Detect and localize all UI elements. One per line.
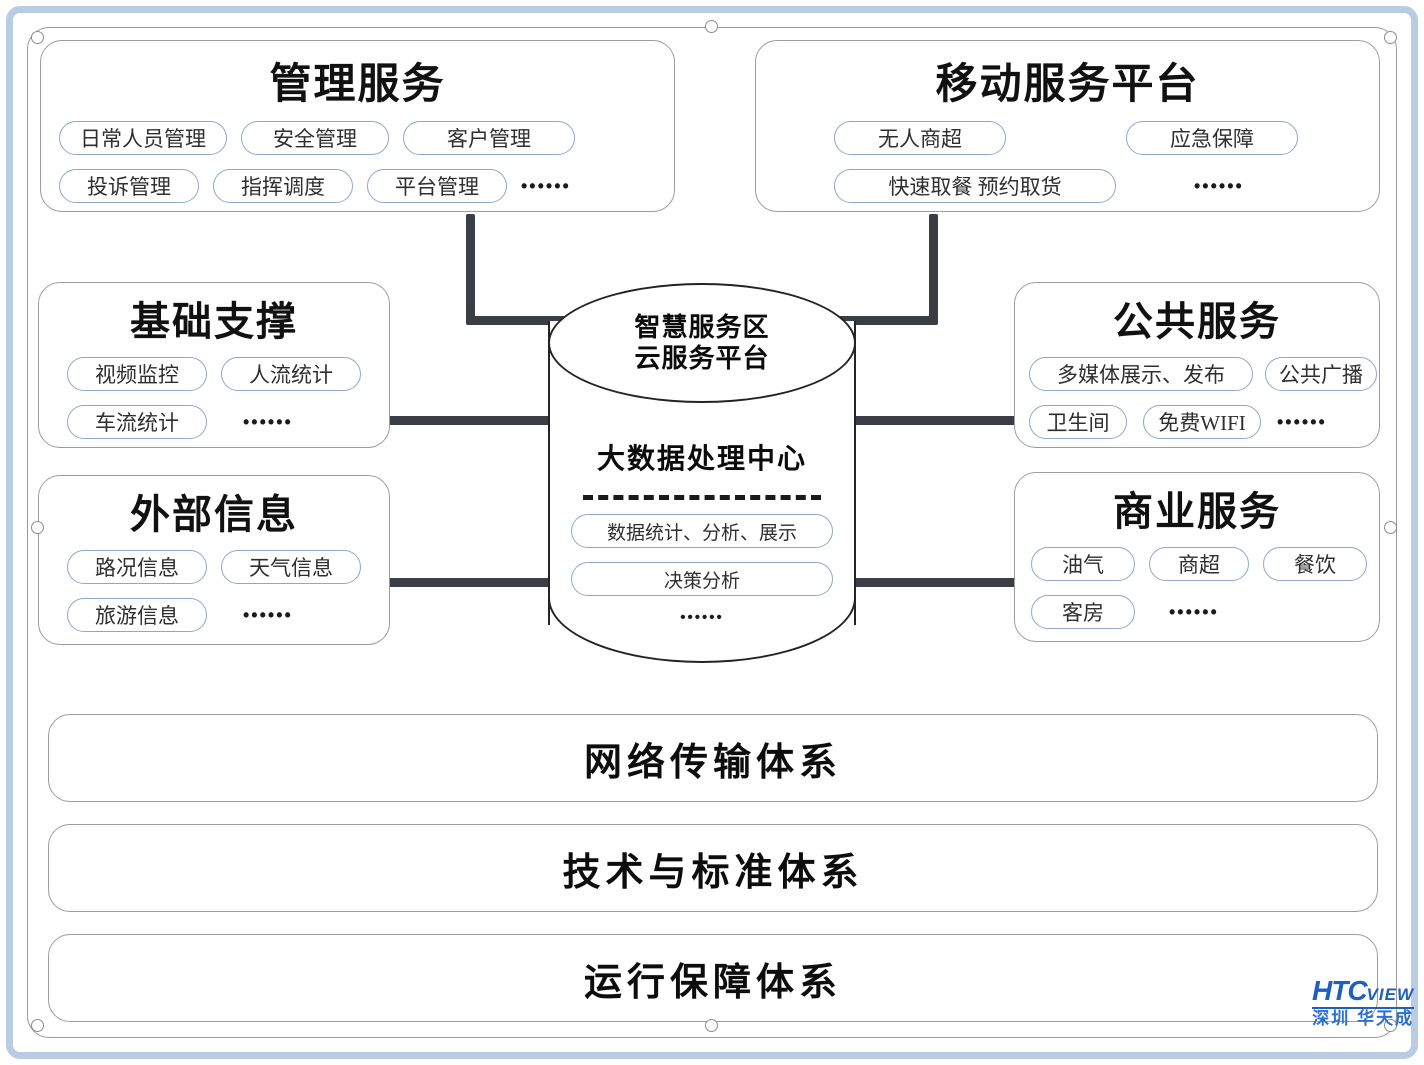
card-title-external-information: 外部信息 bbox=[130, 492, 298, 537]
card-commercial-service[interactable]: 商业服务 油气 商超 餐饮 客房 •••••• bbox=[1014, 472, 1380, 642]
card-external-information[interactable]: 外部信息 路况信息 天气信息 旅游信息 •••••• bbox=[38, 475, 390, 645]
resize-handle-top-center[interactable] bbox=[705, 20, 718, 33]
pill-guest-room[interactable]: 客房 bbox=[1031, 595, 1135, 629]
card-title-basic-support: 基础支撑 bbox=[130, 299, 298, 344]
pill-row: 快速取餐 预约取货 •••••• bbox=[834, 169, 1379, 203]
pill-catering[interactable]: 餐饮 bbox=[1263, 547, 1367, 581]
ellipsis-more: •••••• bbox=[1169, 601, 1219, 622]
pill-multimedia-display-publish[interactable]: 多媒体展示、发布 bbox=[1029, 357, 1253, 391]
connector-management-horizontal bbox=[466, 316, 586, 325]
pill-platform-management[interactable]: 平台管理 bbox=[367, 169, 507, 203]
big-data-center-heading: 大数据处理中心 bbox=[596, 443, 807, 474]
pill-quick-meal-pickup[interactable]: 快速取餐 预约取货 bbox=[834, 169, 1116, 203]
connector-commercial-service bbox=[846, 578, 1018, 587]
pill-unmanned-store[interactable]: 无人商超 bbox=[834, 121, 1006, 155]
ellipsis-more: •••••• bbox=[1277, 411, 1327, 432]
watermark-brand-suffix: VIEW bbox=[1366, 985, 1414, 1004]
pill-row: 多媒体展示、发布 公共广播 bbox=[1029, 357, 1379, 391]
cylinder-content: 大数据处理中心 数据统计、分析、展示 决策分析 •••••• bbox=[548, 409, 856, 659]
resize-handle-bottom-left[interactable] bbox=[31, 1019, 44, 1032]
pill-data-statistics-analysis-display[interactable]: 数据统计、分析、展示 bbox=[571, 514, 833, 548]
pill-row: 视频监控 人流统计 bbox=[67, 357, 389, 391]
pill-customer-management[interactable]: 客户管理 bbox=[403, 121, 575, 155]
watermark-divider bbox=[1312, 1007, 1414, 1009]
pill-road-condition-info[interactable]: 路况信息 bbox=[67, 550, 207, 584]
cylinder-title: 智慧服务区 云服务平台 bbox=[634, 312, 769, 373]
bar-label: 运行保障体系 bbox=[583, 961, 842, 1004]
connector-external-info bbox=[388, 578, 560, 587]
pill-row: 无人商超 应急保障 bbox=[834, 121, 1379, 155]
bar-operation-guarantee-system[interactable]: 运行保障体系 bbox=[48, 934, 1378, 1022]
bar-label: 网络传输体系 bbox=[583, 741, 842, 784]
pill-tourism-info[interactable]: 旅游信息 bbox=[67, 598, 207, 632]
selection-frame bbox=[6, 6, 1418, 1059]
pill-free-wifi[interactable]: 免费WIFI bbox=[1143, 405, 1261, 439]
pill-row: 油气 商超 餐饮 bbox=[1031, 547, 1379, 581]
resize-handle-top-right[interactable] bbox=[1384, 31, 1397, 44]
card-title-commercial-service: 商业服务 bbox=[1113, 489, 1281, 534]
bar-technology-standard-system[interactable]: 技术与标准体系 bbox=[48, 824, 1378, 912]
connector-mobile-vertical bbox=[929, 214, 938, 324]
pill-decision-analysis[interactable]: 决策分析 bbox=[571, 562, 833, 596]
central-cylinder-platform[interactable]: 智慧服务区 云服务平台 大数据处理中心 数据统计、分析、展示 决策分析 ••••… bbox=[548, 283, 856, 663]
pill-emergency-support[interactable]: 应急保障 bbox=[1126, 121, 1298, 155]
resize-handle-top-left[interactable] bbox=[31, 31, 44, 44]
pill-daily-personnel-management[interactable]: 日常人员管理 bbox=[59, 121, 227, 155]
pill-pedestrian-flow-statistics[interactable]: 人流统计 bbox=[221, 357, 361, 391]
pill-safety-management[interactable]: 安全管理 bbox=[241, 121, 389, 155]
pill-row: 投诉管理 指挥调度 平台管理 •••••• bbox=[59, 169, 674, 203]
watermark-brand-main: HTC bbox=[1312, 975, 1368, 1006]
pill-command-dispatch[interactable]: 指挥调度 bbox=[213, 169, 353, 203]
pill-row: 卫生间 免费WIFI •••••• bbox=[1029, 405, 1379, 439]
pill-video-surveillance[interactable]: 视频监控 bbox=[67, 357, 207, 391]
pill-complaint-management[interactable]: 投诉管理 bbox=[59, 169, 199, 203]
pill-row: 日常人员管理 安全管理 客户管理 bbox=[59, 121, 674, 155]
card-title-public-service: 公共服务 bbox=[1113, 299, 1281, 344]
dashed-divider bbox=[583, 495, 821, 500]
bar-label: 技术与标准体系 bbox=[562, 851, 864, 894]
pill-traffic-flow-statistics[interactable]: 车流统计 bbox=[67, 405, 207, 439]
card-mobile-service-platform[interactable]: 移动服务平台 无人商超 应急保障 快速取餐 预约取货 •••••• bbox=[755, 40, 1380, 212]
card-public-service[interactable]: 公共服务 多媒体展示、发布 公共广播 卫生间 免费WIFI •••••• bbox=[1014, 282, 1380, 448]
cylinder-top-ellipse: 智慧服务区 云服务平台 bbox=[548, 283, 856, 403]
card-title-management-service: 管理服务 bbox=[269, 62, 446, 108]
connector-basic-support bbox=[388, 416, 560, 425]
watermark-brand: HTCVIEW bbox=[1312, 977, 1414, 1005]
pill-public-broadcast[interactable]: 公共广播 bbox=[1265, 357, 1377, 391]
ellipsis-more: •••••• bbox=[1194, 175, 1244, 196]
pill-supermarket[interactable]: 商超 bbox=[1149, 547, 1249, 581]
connector-management-vertical bbox=[466, 214, 475, 324]
pill-restroom[interactable]: 卫生间 bbox=[1029, 405, 1127, 439]
resize-handle-bottom-right[interactable] bbox=[1384, 1019, 1397, 1032]
ellipsis-more: •••••• bbox=[680, 609, 724, 626]
pill-row: 旅游信息 •••••• bbox=[67, 598, 389, 632]
resize-handle-middle-right[interactable] bbox=[1384, 521, 1397, 534]
ellipsis-more: •••••• bbox=[243, 604, 293, 625]
connector-mobile-horizontal bbox=[820, 316, 938, 325]
cylinder-title-line1: 智慧服务区 bbox=[634, 312, 770, 343]
pill-row: 客房 •••••• bbox=[1031, 595, 1379, 629]
ellipsis-more: •••••• bbox=[521, 175, 571, 196]
resize-handle-middle-left[interactable] bbox=[31, 521, 44, 534]
card-basic-support[interactable]: 基础支撑 视频监控 人流统计 车流统计 •••••• bbox=[38, 282, 390, 448]
bar-network-transmission-system[interactable]: 网络传输体系 bbox=[48, 714, 1378, 802]
cylinder-title-line2: 云服务平台 bbox=[634, 343, 770, 373]
watermark-logo: HTCVIEW 深圳 华天成 bbox=[1312, 977, 1414, 1027]
ellipsis-more: •••••• bbox=[243, 411, 293, 432]
pill-row: 车流统计 •••••• bbox=[67, 405, 389, 439]
card-title-mobile-service-platform: 移动服务平台 bbox=[935, 62, 1200, 108]
pill-weather-info[interactable]: 天气信息 bbox=[221, 550, 361, 584]
connector-public-service bbox=[846, 416, 1018, 425]
watermark-subtitle: 深圳 华天成 bbox=[1312, 1009, 1414, 1028]
pill-oil-and-gas[interactable]: 油气 bbox=[1031, 547, 1135, 581]
pill-row: 路况信息 天气信息 bbox=[67, 550, 389, 584]
card-management-service[interactable]: 管理服务 日常人员管理 安全管理 客户管理 投诉管理 指挥调度 平台管理 •••… bbox=[40, 40, 675, 212]
resize-handle-bottom-center[interactable] bbox=[705, 1019, 718, 1032]
